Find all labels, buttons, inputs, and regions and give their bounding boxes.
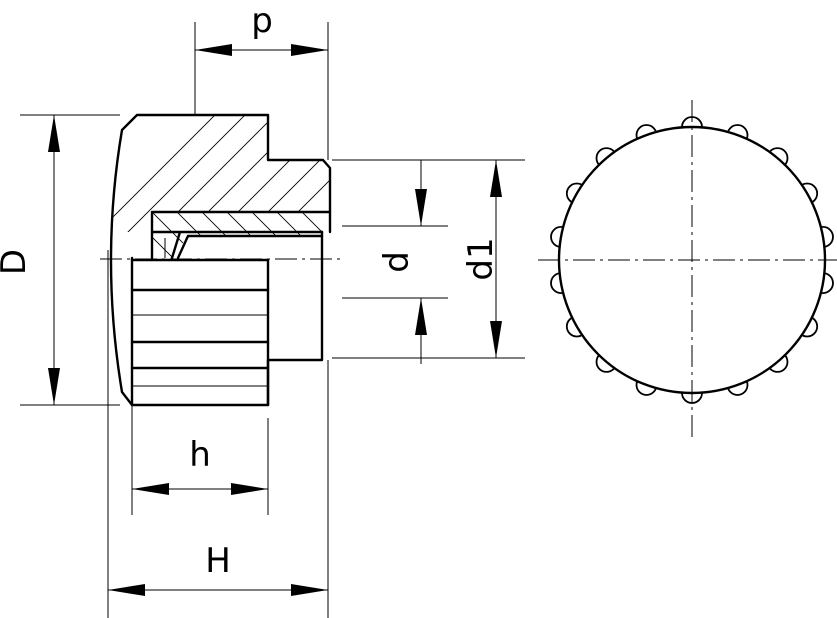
dim-label-D: D [0, 249, 34, 275]
knurl-grooves [130, 256, 270, 407]
front-view [538, 100, 837, 437]
section-view [20, 22, 525, 618]
dim-label-H: H [205, 541, 231, 581]
dim-label-h: h [189, 435, 211, 475]
dimension-d1: d1 [461, 160, 502, 358]
dimension-h: h [132, 435, 268, 495]
dim-label-d: d [377, 251, 417, 273]
dimension-d: d [377, 160, 427, 364]
insert-outline [150, 210, 332, 260]
dimension-H: H [108, 541, 328, 596]
dim-label-p: p [251, 1, 273, 41]
insert-hatching [152, 212, 330, 258]
knob-outline [109, 113, 332, 407]
dimension-p: p [195, 1, 328, 56]
dim-label-d1: d1 [461, 237, 501, 280]
dimension-D: D [0, 115, 60, 405]
